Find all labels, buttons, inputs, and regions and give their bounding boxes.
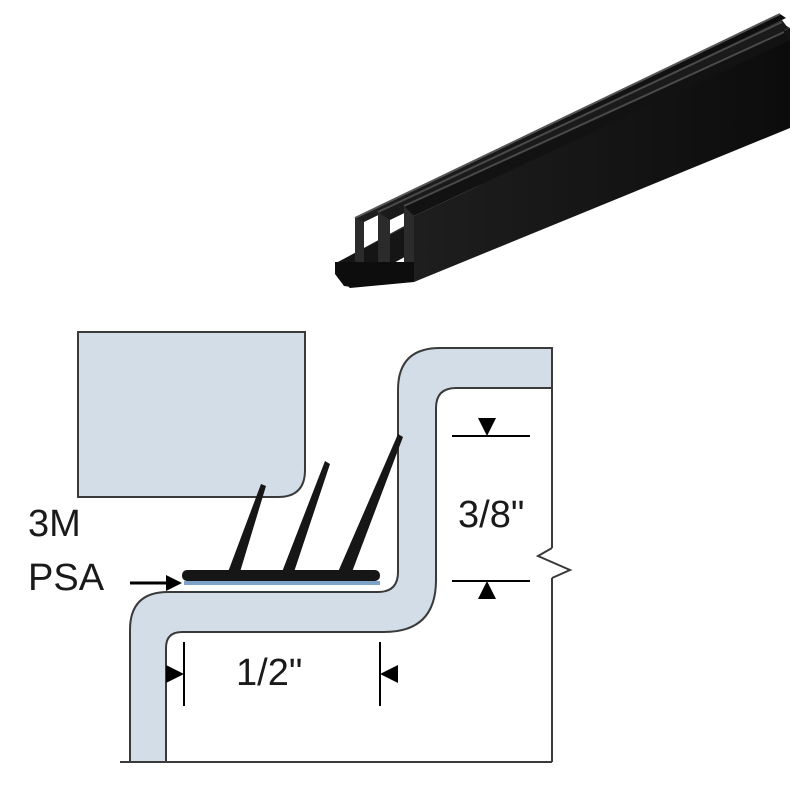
seal-fin-2 [282, 461, 330, 572]
width-dimension [166, 642, 398, 706]
strip-fin-middle [378, 20, 788, 268]
width-dimension-label: 1/2" [236, 652, 302, 694]
seal-fin-3 [338, 434, 403, 572]
seal-cross-section [182, 434, 403, 581]
strip-fin-front [404, 30, 790, 270]
psa-label-line1: 3M [28, 503, 81, 545]
glass-panel [77, 331, 306, 498]
seal-strip-render [335, 13, 790, 288]
height-dimension [452, 418, 530, 599]
seal-fin-1 [228, 484, 266, 572]
psa-tape [184, 581, 380, 585]
seal-base [182, 570, 380, 581]
strip-body-side [414, 40, 790, 282]
psa-label-line2: PSA [28, 557, 105, 599]
frame-break-line [120, 388, 573, 763]
psa-arrow [130, 575, 182, 591]
strip-end-flange [335, 262, 414, 288]
height-dimension-label: 3/8" [458, 494, 524, 536]
